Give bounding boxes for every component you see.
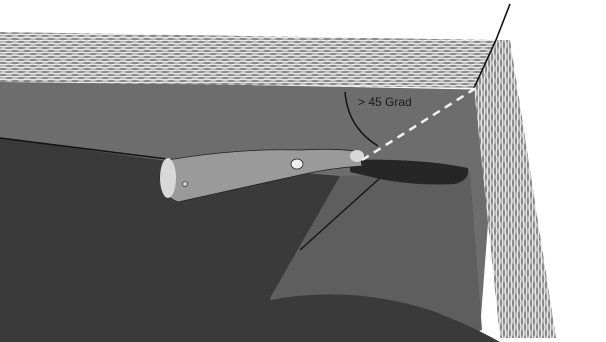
handle-pin-icon (183, 182, 188, 187)
angle-label: > 45 Grad (358, 95, 412, 109)
knife-handle-end (160, 158, 176, 198)
handle-rivet-icon (291, 159, 303, 169)
knife-bolster (350, 150, 364, 162)
wood-plank-top (0, 32, 498, 88)
